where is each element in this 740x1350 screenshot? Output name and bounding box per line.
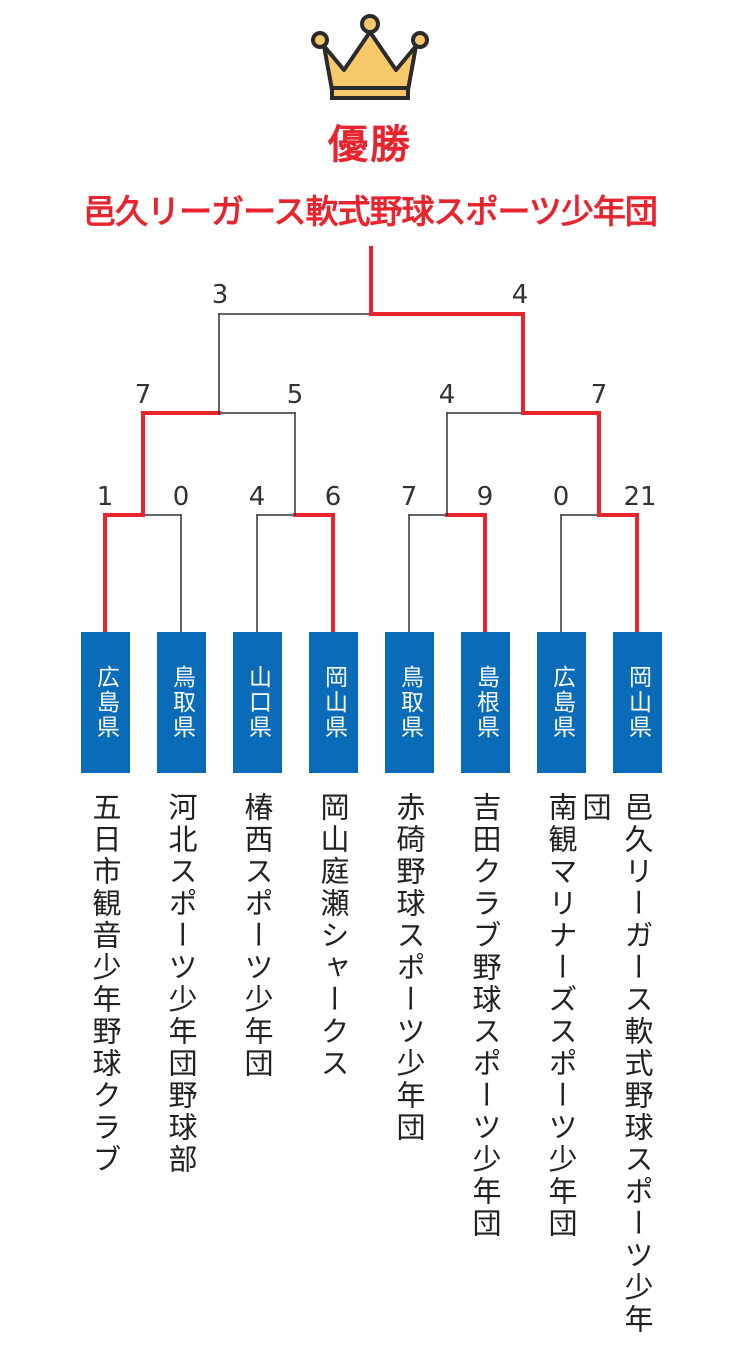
team-name: 赤碕野球スポーツ少年団 [392, 792, 426, 1144]
winner-label: 優勝 [328, 122, 412, 168]
round1-match1-score-right: 0 [172, 482, 190, 512]
prefecture-box: 鳥取県 [385, 632, 434, 773]
semifinal-1-score-left: 7 [134, 380, 152, 410]
team-name: 椿西スポーツ少年団 [240, 792, 274, 1080]
prefecture-box: 広島県 [81, 632, 130, 773]
team-name: 五日市観音少年野球クラブ [88, 792, 122, 1176]
round1-match3-score-left: 7 [400, 482, 418, 512]
prefecture-box: 島根県 [461, 632, 510, 773]
team-name: 岡山庭瀬シャークス [316, 792, 350, 1080]
final-score-right: 4 [511, 280, 529, 310]
team-name: 吉田クラブ野球スポーツ少年団 [468, 792, 502, 1240]
semifinal-2-score-right: 7 [590, 380, 608, 410]
prefecture-box: 山口県 [233, 632, 282, 773]
round1-match4-score-left: 0 [552, 482, 570, 512]
round1-match2-score-right: 6 [324, 482, 342, 512]
semifinal-2-score-left: 4 [438, 380, 456, 410]
team-name: 河北スポーツ少年団野球部 [164, 792, 198, 1176]
team-name: 南観マリナーズスポーツ少年団 [544, 792, 578, 1240]
round1-match3-score-right: 9 [476, 482, 494, 512]
champion-name: 邑久リーガース軟式野球スポーツ少年団 [83, 192, 658, 231]
crown-icon [311, 14, 429, 100]
final-score-left: 3 [211, 280, 229, 310]
round1-match4-score-right: 21 [623, 482, 657, 512]
prefecture-box: 鳥取県 [157, 632, 206, 773]
round1-match2-score-left: 4 [248, 482, 266, 512]
prefecture-box: 岡山県 [309, 632, 358, 773]
round1-match1-score-left: 1 [96, 482, 114, 512]
semifinal-1-score-right: 5 [286, 380, 304, 410]
prefecture-box: 岡山県 [613, 632, 662, 773]
prefecture-box: 広島県 [537, 632, 586, 773]
team-name: 邑久リーガース軟式野球スポーツ少年団 [578, 792, 654, 1336]
